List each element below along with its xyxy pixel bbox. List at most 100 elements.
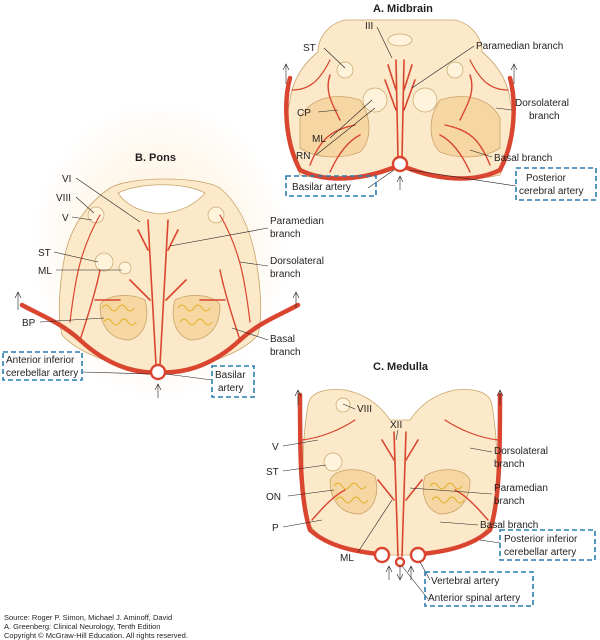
medulla-leader-xii xyxy=(395,429,399,441)
medulla-label-ml: ML xyxy=(340,553,354,564)
pons-leader-dorsolateral xyxy=(239,261,269,267)
pons-title: B. Pons xyxy=(135,152,176,164)
medulla-label-dorsolateral-2: branch xyxy=(494,459,525,470)
pons-label-basilar-2: artery xyxy=(218,383,244,394)
midbrain-panel: A. Midbrain III ST xyxy=(282,3,597,201)
medulla-arrow-right xyxy=(496,389,504,405)
midbrain-st-right xyxy=(446,61,464,79)
midbrain-label-posterior-cerebral-2: cerebral artery xyxy=(519,186,583,197)
medulla-vertebral-artery-left xyxy=(373,546,391,564)
midbrain-label-ml: ML xyxy=(312,134,326,145)
source-line-3: Copyright © McGraw-Hill Education. All r… xyxy=(4,631,188,640)
medulla-leader-paramedian xyxy=(409,487,493,495)
pons-label-basal-2: branch xyxy=(270,347,301,358)
medulla-leader-basal xyxy=(439,521,479,526)
medulla-arrow-left xyxy=(294,389,302,405)
medulla-st-left xyxy=(323,452,343,472)
medulla-label-paramedian-1: Paramedian xyxy=(494,483,548,494)
medulla-label-vertebral: Vertebral artery xyxy=(431,576,499,587)
medulla-leader-anterior-spinal xyxy=(401,565,429,600)
midbrain-arrow-right xyxy=(510,63,518,84)
midbrain-leader-st xyxy=(323,47,346,69)
pons-label-paramedian-2: branch xyxy=(270,229,301,240)
pons-paramedian-branches xyxy=(129,219,187,366)
pons-leader-basilar xyxy=(165,373,213,381)
pons-leader-st xyxy=(53,251,99,263)
medulla-anterior-spinal-artery xyxy=(394,556,406,568)
pons-leader-vi xyxy=(75,177,141,223)
midbrain-cerebral-peduncle-left xyxy=(299,96,370,158)
medulla-label-st: ST xyxy=(266,467,279,478)
pons-label-paramedian-1: Paramedian xyxy=(270,216,324,227)
source-credit: Source: Roger P. Simon, Michael J. Amino… xyxy=(4,613,188,640)
pons-arrow-left xyxy=(14,291,22,310)
midbrain-arrow-bottom xyxy=(396,175,404,190)
midbrain-leader-dorsolateral xyxy=(495,107,513,111)
pons-leader-aica xyxy=(81,371,151,375)
medulla-panel: C. Medulla VIII xyxy=(266,361,596,607)
medulla-title: C. Medulla xyxy=(373,361,429,373)
midbrain-label-basilar: Basilar artery xyxy=(292,182,351,193)
midbrain-arrow-left xyxy=(282,63,290,84)
pons-leader-viii xyxy=(75,196,95,214)
pons-panel: B. Pons VI VIII V xyxy=(2,152,324,398)
medulla-leader-vertebral xyxy=(419,561,431,581)
medulla-leader-st xyxy=(282,464,327,472)
pons-pontine-nuclei xyxy=(101,304,213,326)
midbrain-leader-basal xyxy=(469,149,493,158)
pons-label-vi: VI xyxy=(62,174,71,185)
pons-st-left xyxy=(94,252,114,272)
pons-leader-bp xyxy=(39,317,105,323)
midbrain-leader-paramedian xyxy=(411,45,475,89)
medulla-arrow-vertebral xyxy=(385,565,393,580)
pons-highlight-basilar xyxy=(211,365,255,398)
medulla-label-viii: VIII xyxy=(357,404,372,415)
pons-label-dorsolateral-2: branch xyxy=(270,269,301,280)
pons-basis-left xyxy=(99,295,148,341)
medulla-section xyxy=(302,389,498,556)
pons-label-viii: VIII xyxy=(56,193,71,204)
pons-viii-nucleus-right xyxy=(207,206,225,224)
medulla-label-xii: XII xyxy=(390,420,402,431)
midbrain-label-iii: III xyxy=(365,21,373,32)
medulla-label-pica-2: cerebellar artery xyxy=(504,547,576,558)
pons-label-bp: BP xyxy=(22,318,36,329)
midbrain-aqueduct xyxy=(387,33,413,47)
midbrain-cerebral-peduncle-right xyxy=(430,96,501,158)
midbrain-label-cp: CP xyxy=(297,108,311,119)
pons-leader-basal xyxy=(231,327,269,341)
midbrain-dorsolateral-branches xyxy=(291,59,509,91)
medulla-label-on: ON xyxy=(266,492,281,503)
medulla-label-v: V xyxy=(272,442,279,453)
midbrain-label-st: ST xyxy=(303,43,316,54)
medulla-leader-on xyxy=(287,489,335,497)
midbrain-label-dorsolateral-2: branch xyxy=(529,111,560,122)
midbrain-leader-ml xyxy=(329,99,373,139)
pons-arrow-bottom xyxy=(154,383,162,398)
medulla-posterior-inferior-cerebellar-artery xyxy=(297,392,503,557)
medulla-leader-v xyxy=(282,439,319,447)
midbrain-label-rn: RN xyxy=(296,151,310,162)
pons-label-aica-1: Anterior inferior xyxy=(6,355,75,366)
medulla-label-dorsolateral-1: Dorsolateral xyxy=(494,446,548,457)
pons-label-st: ST xyxy=(38,248,51,259)
midbrain-st-left xyxy=(336,61,354,79)
midbrain-leader-cp xyxy=(317,109,339,113)
pons-highlight-aica xyxy=(2,351,83,381)
medulla-label-p: P xyxy=(272,523,279,534)
pons-fourth-ventricle xyxy=(117,184,206,215)
medulla-arrow-spinal xyxy=(396,566,404,581)
pons-label-basal-1: Basal xyxy=(270,334,295,345)
pons-label-dorsolateral-1: Dorsolateral xyxy=(270,256,324,267)
medulla-leader-pica xyxy=(479,539,501,544)
pons-basal-branches xyxy=(79,269,241,341)
midbrain-title: A. Midbrain xyxy=(373,3,433,15)
midbrain-highlight-posterior-cerebral xyxy=(515,167,597,201)
medulla-label-basal: Basal branch xyxy=(480,520,538,531)
medulla-label-pica-1: Posterior inferior xyxy=(504,534,578,545)
medulla-label-anterior-spinal: Anterior spinal artery xyxy=(428,593,520,604)
midbrain-highlight-basilar xyxy=(285,175,377,197)
medulla-dorsolateral-branches xyxy=(301,419,499,441)
medulla-olive-folds xyxy=(333,482,465,504)
medulla-viii-nucleus xyxy=(335,397,351,413)
